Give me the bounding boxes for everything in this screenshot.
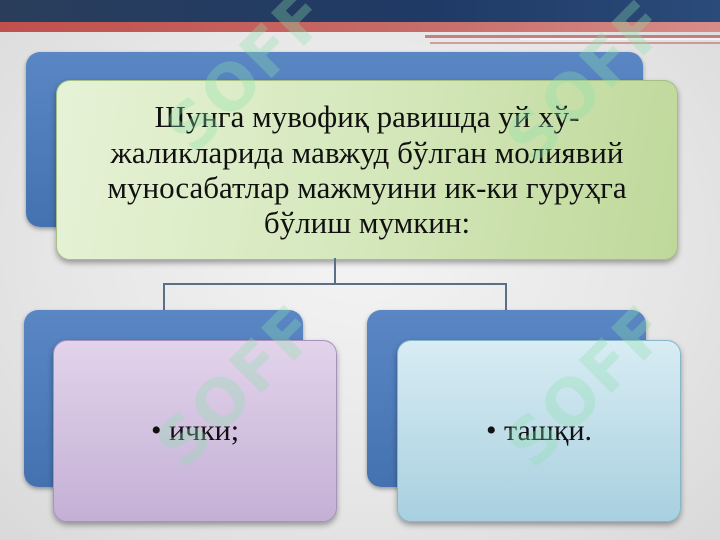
child-node-external-text: • ташқи. [485,414,593,447]
connector-horizontal [163,283,507,285]
connector-left-branch [163,283,165,310]
child-node-external: • ташқи. [397,340,681,522]
header-accent-stripe [0,22,720,32]
header-thin-line [425,35,720,38]
header-thin-line [520,38,720,40]
root-node: Шунга мувофиқ равишда уй хў- жаликларида… [56,80,678,260]
header-thin-line [430,42,720,44]
root-node-text: Шунга мувофиқ равишда уй хў- жаликларида… [107,99,627,241]
child-node-internal-text: • ички; [150,414,240,447]
connector-right-branch [505,283,507,310]
connector-root-stem [334,258,336,284]
child-node-internal: • ички; [53,340,337,522]
header-bar [0,0,720,22]
